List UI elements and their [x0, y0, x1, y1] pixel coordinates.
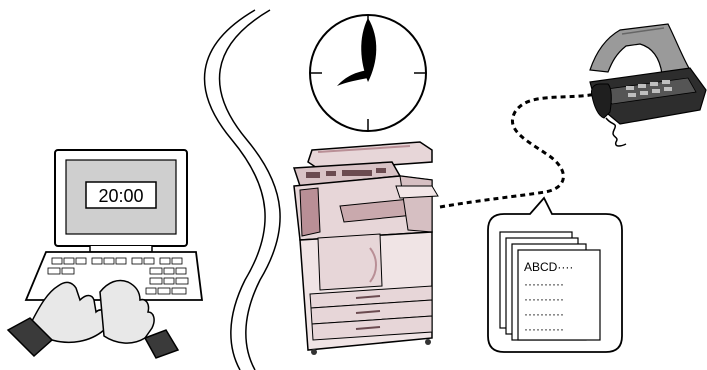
fax-coiled-cord [605, 117, 627, 147]
right-hand [99, 279, 155, 344]
fax-handset [591, 83, 612, 119]
document-dotted-line: ·········· [524, 307, 564, 321]
document-stack [499, 231, 601, 341]
left-hand [29, 281, 107, 343]
computer-illustration: 20:00 [6, 149, 204, 359]
document-dotted-line: ·········· [524, 292, 564, 306]
clock-minute-hand [361, 18, 377, 82]
keyboard-keys [47, 257, 189, 295]
copier-document-feeder [307, 141, 433, 171]
transmission-line [439, 92, 599, 209]
multifunction-copier [292, 141, 439, 355]
document-heading-text: ABCD···· [524, 260, 573, 274]
clock-hour-hand [337, 70, 368, 86]
fax-machine [589, 23, 707, 147]
left-sleeve [6, 317, 54, 358]
copier-front-door [317, 233, 383, 291]
analog-clock [309, 14, 427, 132]
document-dotted-line: ·········· [524, 277, 564, 291]
document-dotted-line: ·········· [524, 322, 564, 336]
computer-time-display: 20:00 [98, 186, 143, 206]
copier-paper-drawers [309, 285, 433, 341]
fax-keypad [626, 80, 672, 97]
divider-wavy-lines [203, 9, 281, 370]
document-callout: ABCD···· ·········· ·········· ·········… [487, 196, 623, 353]
clock-display-box [85, 181, 157, 209]
typing-hands [6, 279, 180, 359]
copier-output-tray [395, 185, 439, 199]
right-sleeve [143, 329, 180, 359]
